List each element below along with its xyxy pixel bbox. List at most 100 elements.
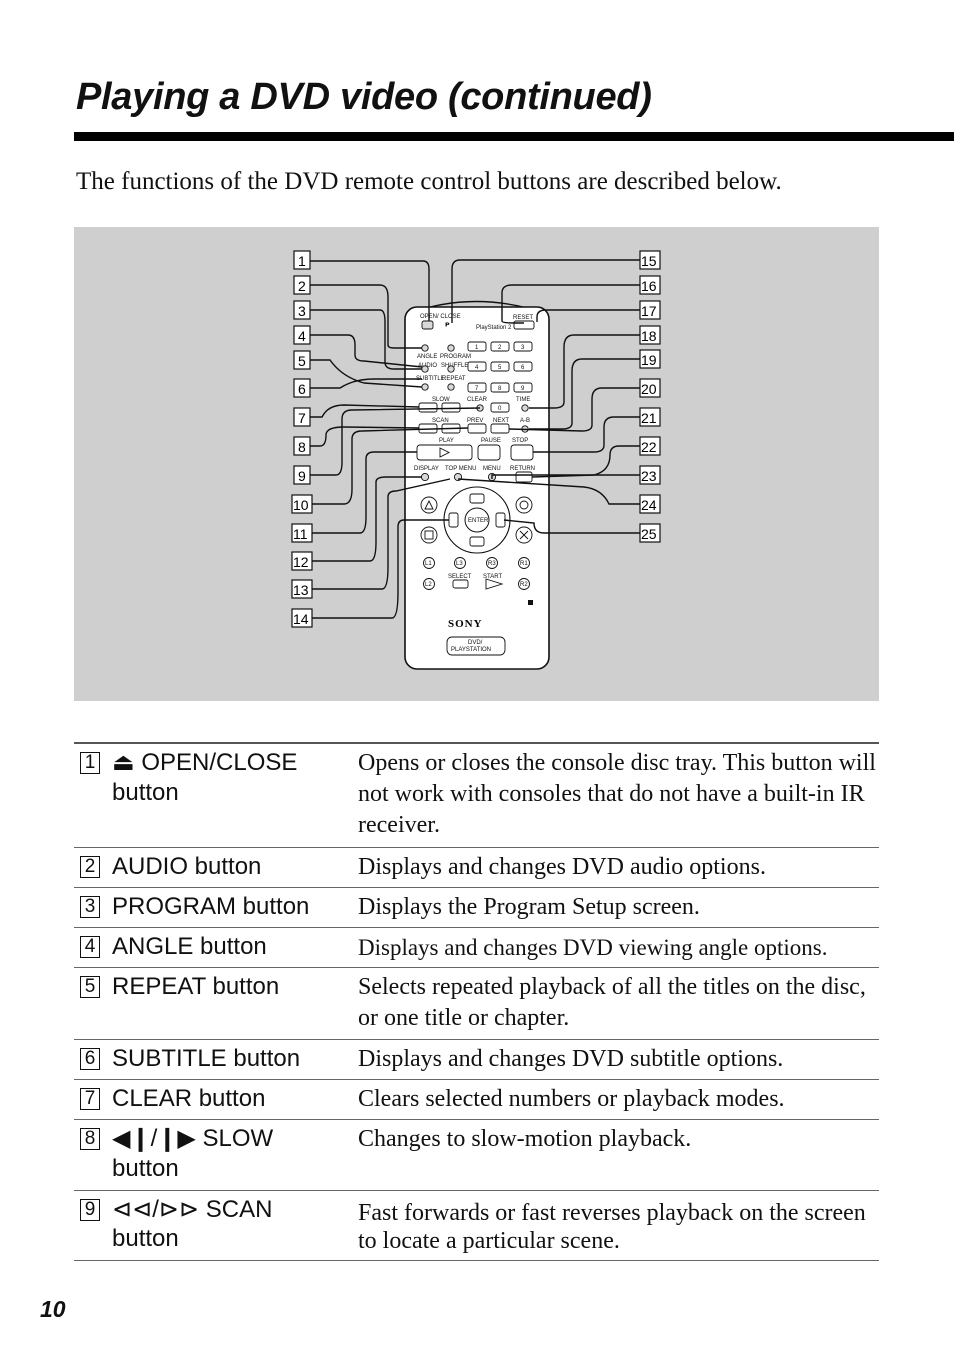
remote-control-figure: OPEN/ CLOSE ᴾ PlayStation 2 RESET AUDIO … xyxy=(74,227,879,701)
remote-digit-7: 7 xyxy=(475,386,479,392)
remote-r1-button xyxy=(518,557,530,569)
remote-subtitle-label: SUBTITLE xyxy=(416,376,445,382)
play-icon xyxy=(439,447,451,458)
remote-r2-label: R2 xyxy=(520,582,528,588)
remote-r1-label: R1 xyxy=(520,561,528,567)
callout-label: 7 xyxy=(298,410,306,426)
remote-time-label: TIME xyxy=(516,397,530,403)
remote-pause-label: PAUSE xyxy=(481,438,501,444)
button-description-table: 1 ⏏ OPEN/CLOSE button Opens or closes th… xyxy=(74,742,879,1261)
square-button xyxy=(420,526,438,544)
remote-display-button xyxy=(420,472,430,482)
triangle-button xyxy=(420,496,438,514)
row-term: PROGRAM button xyxy=(112,893,310,920)
remote-next-label: NEXT xyxy=(493,418,509,424)
title-rule xyxy=(74,132,954,141)
remote-diagram: OPEN/ CLOSE ᴾ PlayStation 2 RESET AUDIO … xyxy=(291,250,661,670)
remote-next-button xyxy=(490,423,510,434)
row-term: SUBTITLE button xyxy=(112,1045,301,1072)
row-term: ⏏ OPEN/CLOSE button xyxy=(112,749,298,806)
callout-label: 20 xyxy=(641,381,657,397)
callout-label: 16 xyxy=(641,278,657,294)
remote-control: OPEN/ CLOSE ᴾ PlayStation 2 RESET AUDIO … xyxy=(404,300,550,670)
remote-digit-9: 9 xyxy=(521,386,525,392)
callout-label: 8 xyxy=(298,439,306,455)
ps-symbol-icon: ᴾ xyxy=(445,322,450,333)
row-number: 3 xyxy=(80,896,100,918)
remote-left-button xyxy=(448,512,459,528)
row-description: Changes to slow-motion playback. xyxy=(358,1126,692,1152)
table-row: 9 ⊲⊲/⊳⊳ SCAN button Fast forwards or fas… xyxy=(74,1191,879,1261)
row-description: Opens or closes the console disc tray. T… xyxy=(358,750,876,838)
table-row: 6 SUBTITLE button Displays and changes D… xyxy=(74,1040,879,1080)
cross-icon xyxy=(519,530,529,540)
table-row: 2 AUDIO button Displays and changes DVD … xyxy=(74,848,879,888)
row-term: CLEAR button xyxy=(112,1085,266,1112)
remote-reset-button xyxy=(513,320,535,330)
remote-keypad: 1 2 3 4 5 6 7 8 9 0 xyxy=(467,341,533,413)
callout-label: 2 xyxy=(298,278,306,294)
page-number: 10 xyxy=(40,1296,66,1322)
table-row: 5 REPEAT button Selects repeated playbac… xyxy=(74,968,879,1040)
remote-return-label: RETURN xyxy=(510,466,535,472)
row-number: 7 xyxy=(80,1088,100,1110)
remote-l3-label: L3 xyxy=(456,561,463,567)
callout-label: 14 xyxy=(293,611,309,627)
remote-display-label: DISPLAY xyxy=(414,466,439,472)
page-title: Playing a DVD video (continued) xyxy=(76,76,652,118)
remote-slow-label: SLOW xyxy=(432,397,450,403)
callout-label: 3 xyxy=(298,303,306,319)
row-description: Displays and changes DVD viewing angle o… xyxy=(358,935,828,960)
remote-digit-0: 0 xyxy=(498,406,502,412)
row-description: Clears selected numbers or playback mode… xyxy=(358,1086,785,1112)
callout-label: 15 xyxy=(641,253,657,269)
callout-label: 24 xyxy=(641,497,657,513)
remote-stop-button xyxy=(510,444,534,461)
remote-scan-label: SCAN xyxy=(432,418,449,424)
remote-start-button xyxy=(485,578,504,590)
row-term: AUDIO button xyxy=(112,853,262,880)
callout-label: 9 xyxy=(298,468,306,484)
intro-text: The functions of the DVD remote control … xyxy=(76,168,782,195)
remote-program-button xyxy=(447,365,455,373)
remote-r3-label: R3 xyxy=(488,561,496,567)
left-leader-lines xyxy=(310,260,481,619)
dvd-playstation-badge xyxy=(446,636,506,656)
row-description: Displays and changes DVD audio options. xyxy=(358,854,766,880)
remote-start-label: START xyxy=(483,574,502,580)
remote-angle-button xyxy=(421,365,429,373)
remote-digit-5: 5 xyxy=(498,365,502,371)
remote-clear-label: CLEAR xyxy=(467,397,488,403)
remote-menu-label: MENU xyxy=(483,466,501,472)
remote-enter-button xyxy=(464,507,490,533)
remote-digit-1: 1 xyxy=(475,345,479,351)
remote-time-button xyxy=(521,404,529,412)
remote-reset-label: RESET xyxy=(513,315,533,321)
remote-repeat-button xyxy=(447,383,455,391)
remote-digit-3: 3 xyxy=(521,345,525,351)
remote-open-close-button xyxy=(421,320,434,330)
right-number-boxes: 15 16 17 18 19 20 21 22 23 24 25 xyxy=(639,250,661,543)
badge-line-1: DVD/ xyxy=(468,640,483,646)
remote-down-button xyxy=(469,536,485,547)
callout-label: 22 xyxy=(641,439,657,455)
callout-label: 18 xyxy=(641,328,657,344)
remote-play-button xyxy=(416,444,473,461)
callout-label: 25 xyxy=(641,526,657,542)
triangle-icon xyxy=(424,499,434,510)
remote-prev-button xyxy=(467,423,487,434)
remote-top-menu-label: TOP MENU xyxy=(445,466,476,472)
remote-l3-button xyxy=(454,557,466,569)
table-row: 8 ◀❙/❙▶ SLOW button Changes to slow-moti… xyxy=(74,1120,879,1191)
remote-select-label: SELECT xyxy=(448,574,472,580)
remote-pause-button xyxy=(477,444,501,461)
remote-select-button xyxy=(452,579,469,589)
remote-right-button xyxy=(495,512,506,528)
callout-label: 21 xyxy=(641,410,657,426)
remote-digit-2: 2 xyxy=(498,345,502,351)
row-description: Displays and changes DVD subtitle option… xyxy=(358,1046,784,1072)
remote-r2-button xyxy=(518,578,530,590)
row-description: Fast forwards or fast reverses playback … xyxy=(358,1200,866,1254)
remote-r3-button xyxy=(486,557,498,569)
remote-repeat-label: REPEAT xyxy=(442,376,466,382)
